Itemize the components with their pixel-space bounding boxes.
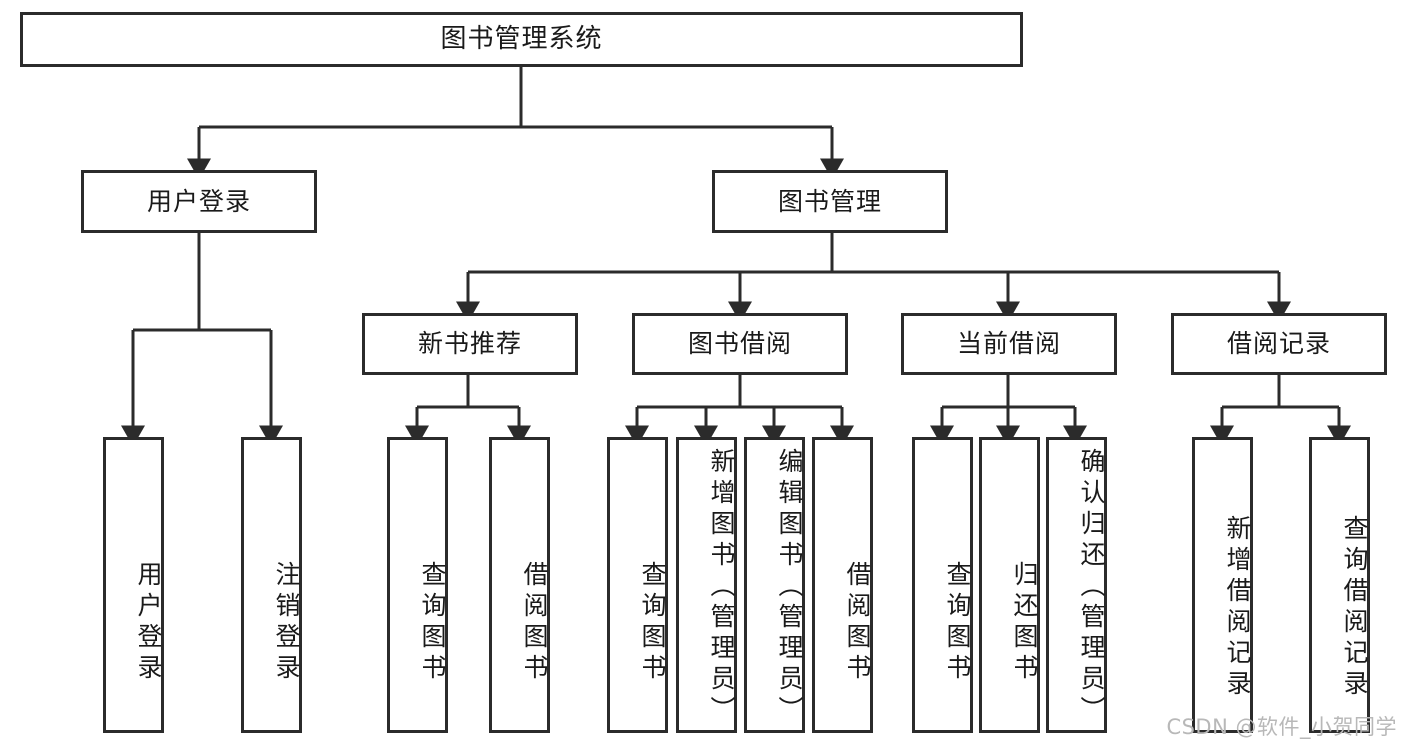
node-new-book-recommend-label: 新书推荐 bbox=[417, 329, 522, 359]
leaf-current-confirm-return-label: 确认归还（管理员） bbox=[1077, 447, 1106, 727]
leaf-user-login-label: 用户登录 bbox=[134, 560, 163, 685]
leaf-user-login[interactable]: 用户登录 bbox=[103, 437, 164, 733]
node-book-borrow[interactable]: 图书借阅 bbox=[632, 313, 848, 375]
leaf-borrow-edit-book[interactable]: 编辑图书（管理员） bbox=[744, 437, 805, 733]
leaf-current-query-book[interactable]: 查询图书 bbox=[912, 437, 973, 733]
leaf-borrow-add-book-label: 新增图书（管理员） bbox=[707, 447, 736, 727]
node-book-manage[interactable]: 图书管理 bbox=[712, 170, 948, 233]
leaf-recommend-query-book-label: 查询图书 bbox=[418, 560, 447, 685]
node-current-borrow-label: 当前借阅 bbox=[956, 329, 1061, 359]
leaf-borrow-query-book-label: 查询图书 bbox=[638, 560, 667, 685]
leaf-record-query[interactable]: 查询借阅记录 bbox=[1309, 437, 1370, 733]
leaf-record-query-label: 查询借阅记录 bbox=[1340, 514, 1369, 701]
node-book-manage-label: 图书管理 bbox=[777, 186, 882, 216]
node-root-label: 图书管理系统 bbox=[440, 24, 603, 55]
leaf-recommend-borrow-book-label: 借阅图书 bbox=[520, 560, 549, 685]
leaf-current-return-book[interactable]: 归还图书 bbox=[979, 437, 1040, 733]
leaf-borrow-edit-book-label: 编辑图书（管理员） bbox=[775, 447, 804, 727]
leaf-borrow-query-book[interactable]: 查询图书 bbox=[607, 437, 668, 733]
leaf-user-logout-label: 注销登录 bbox=[272, 560, 301, 685]
node-root[interactable]: 图书管理系统 bbox=[20, 12, 1023, 67]
csdn-watermark: CSDN @软件_小贺同学 bbox=[1166, 715, 1397, 739]
node-user-login[interactable]: 用户登录 bbox=[81, 170, 317, 233]
node-book-borrow-label: 图书借阅 bbox=[687, 329, 792, 359]
leaf-record-add[interactable]: 新增借阅记录 bbox=[1192, 437, 1253, 733]
node-user-login-label: 用户登录 bbox=[146, 186, 251, 216]
node-borrow-record-label: 借阅记录 bbox=[1226, 329, 1331, 359]
leaf-current-confirm-return[interactable]: 确认归还（管理员） bbox=[1046, 437, 1107, 733]
node-current-borrow[interactable]: 当前借阅 bbox=[901, 313, 1117, 375]
leaf-user-logout[interactable]: 注销登录 bbox=[241, 437, 302, 733]
leaf-recommend-query-book[interactable]: 查询图书 bbox=[387, 437, 448, 733]
leaf-current-query-book-label: 查询图书 bbox=[943, 560, 972, 685]
leaf-current-return-book-label: 归还图书 bbox=[1010, 560, 1039, 685]
leaf-borrow-borrow-book-label: 借阅图书 bbox=[843, 560, 872, 685]
leaf-borrow-add-book[interactable]: 新增图书（管理员） bbox=[676, 437, 737, 733]
node-new-book-recommend[interactable]: 新书推荐 bbox=[362, 313, 578, 375]
node-borrow-record[interactable]: 借阅记录 bbox=[1171, 313, 1387, 375]
leaf-borrow-borrow-book[interactable]: 借阅图书 bbox=[812, 437, 873, 733]
leaf-recommend-borrow-book[interactable]: 借阅图书 bbox=[489, 437, 550, 733]
leaf-record-add-label: 新增借阅记录 bbox=[1223, 514, 1252, 701]
